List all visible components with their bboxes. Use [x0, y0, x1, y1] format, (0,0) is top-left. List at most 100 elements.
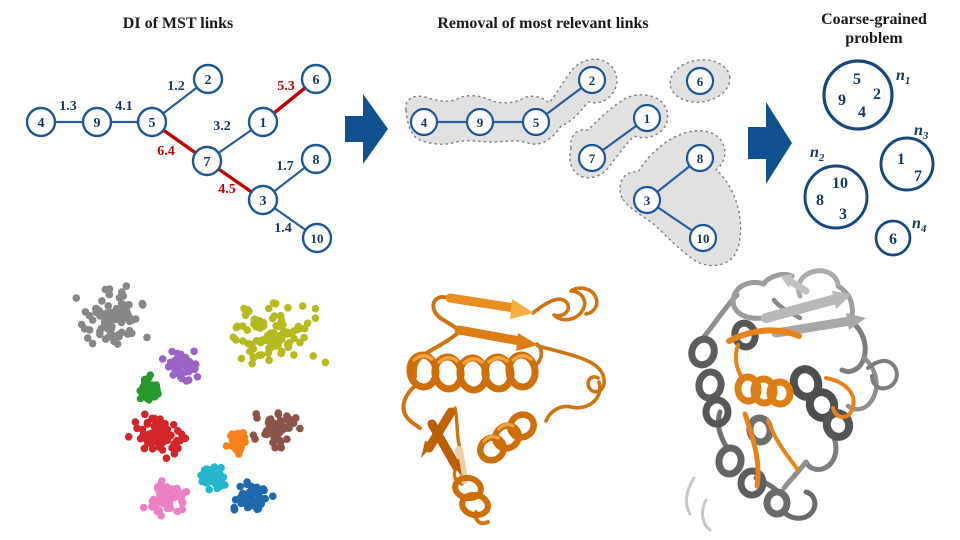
node-circle [300, 143, 332, 175]
helix-coil [695, 368, 725, 402]
group-member: 5 [853, 71, 861, 88]
mst-edge-weights: 1.3 4.1 1.2 6.4 3.2 5.3 4.5 1.7 1.4 [59, 79, 295, 236]
scatter-point-pink [178, 490, 186, 499]
scatter-point-orange [222, 442, 231, 450]
scatter-point-blue [261, 494, 270, 503]
node-label: 5 [533, 115, 540, 130]
scatter-point-olive [321, 358, 330, 367]
scatter-point-gray [143, 333, 151, 342]
node-circle [192, 63, 224, 95]
node-circle [25, 106, 57, 138]
scatter-point-red [133, 424, 141, 433]
ribbon-loop [835, 283, 855, 319]
scatter-point-brown [262, 427, 271, 435]
edge-weight: 1.7 [276, 159, 294, 174]
scatter-point-olive [290, 351, 298, 359]
panel-coarse: Coarse-grained problem 5 2 9 4 n1 10 8 3… [803, 11, 935, 257]
node-label: 2 [589, 73, 596, 88]
scatter-point-red [131, 418, 140, 426]
scatter-point-red [156, 415, 164, 424]
graph-node: 7 [577, 143, 607, 173]
scatter-point-olive [309, 352, 318, 360]
scatter-point-gray [125, 301, 133, 309]
scatter-point-olive [261, 336, 270, 345]
node-label: 9 [477, 115, 484, 130]
scatter-point-red [169, 420, 178, 429]
scatter-point-olive [255, 351, 263, 360]
scatter-point-olive [265, 356, 273, 365]
graph-node: 6 [685, 66, 715, 96]
scatter-point-gray [88, 339, 97, 348]
node-label: 3 [644, 193, 651, 208]
scatter-point-gray [106, 331, 115, 340]
scatter-point-purple [184, 376, 193, 384]
scatter-point-red [136, 434, 145, 443]
scatter-point-olive [267, 332, 275, 341]
scatter-point-gray [117, 328, 126, 337]
node-label: 3 [260, 194, 267, 209]
scatter-point-brown [296, 424, 304, 433]
node-circle [521, 107, 551, 137]
scatter-point-pink [149, 495, 158, 504]
group-circle [879, 136, 935, 192]
scatter-point-cyan [218, 481, 227, 490]
scatter-point-orange [229, 441, 237, 450]
graph-node: 5 [136, 106, 168, 138]
beta-arrowhead [510, 299, 534, 319]
panel-mst: DI of MST links 1.3 4.1 1.2 6.4 3.2 5.3 … [25, 15, 333, 254]
scatter-point-brown [281, 424, 290, 433]
node-label: 6 [313, 73, 320, 88]
scatter-point-green [139, 383, 148, 392]
scatter-point-gray [115, 293, 124, 302]
scatter-point-olive [251, 315, 259, 324]
ribbon-loop [783, 489, 818, 521]
scatter-point-gray [84, 334, 92, 342]
scatter-point-purple [193, 373, 202, 381]
scatter-point-gray [72, 294, 81, 302]
panel-coarse-title-line2: problem [845, 30, 903, 47]
node-label: 6 [697, 74, 704, 89]
removal-nodes: 4 9 5 2 7 1 6 8 3 10 [409, 65, 718, 253]
scatter-point-blue [247, 482, 256, 491]
coarse-group-n3: 1 7 n3 [879, 122, 935, 192]
helix-highlight [462, 357, 484, 365]
scatter-point-pink [153, 507, 161, 516]
node-circle [300, 63, 332, 95]
node-label: 8 [697, 151, 704, 166]
scatter-point-olive [246, 347, 254, 356]
scatter-point-purple [190, 347, 198, 356]
ribbon-loop-orange [733, 343, 744, 380]
scatter-point-purple [168, 347, 176, 356]
edge-weight: 4.1 [115, 99, 133, 114]
scatter-point-cyan [217, 463, 225, 472]
edge-weight-removed: 4.5 [218, 182, 236, 197]
scatter-point-brown [269, 438, 277, 447]
beta-strand [427, 419, 461, 471]
node-circle [247, 184, 279, 216]
scatter-point-olive [237, 354, 246, 363]
helix-coil [507, 411, 537, 441]
scatter-point-green [136, 394, 145, 403]
ribbon-loop [715, 409, 729, 449]
helix-coil [688, 335, 718, 369]
coarse-group-n2: 10 8 3 n2 [803, 144, 869, 230]
coarse-group-n4: 6 n4 [874, 215, 927, 257]
group-label: n3 [914, 122, 929, 142]
scatter-point-pink [166, 502, 174, 511]
helix-highlight [412, 354, 434, 362]
ribbon-loop [544, 380, 602, 423]
scatter-point-red [147, 431, 155, 440]
protein-single [401, 286, 606, 526]
scatter-point-green [148, 381, 156, 389]
graph-node: 8 [300, 143, 332, 175]
scatter-point-purple [176, 366, 184, 375]
scatter-point-brown [266, 415, 275, 423]
node-label: 10 [697, 231, 710, 246]
scatter-point-gray [113, 340, 122, 348]
scatter-point-red [147, 439, 156, 447]
node-label: 1 [260, 116, 267, 131]
ribbon-loop-orange [742, 411, 761, 489]
beta-arrowhead [832, 291, 852, 309]
beta-arrowhead [846, 313, 866, 330]
scatter-point-green [146, 371, 155, 380]
